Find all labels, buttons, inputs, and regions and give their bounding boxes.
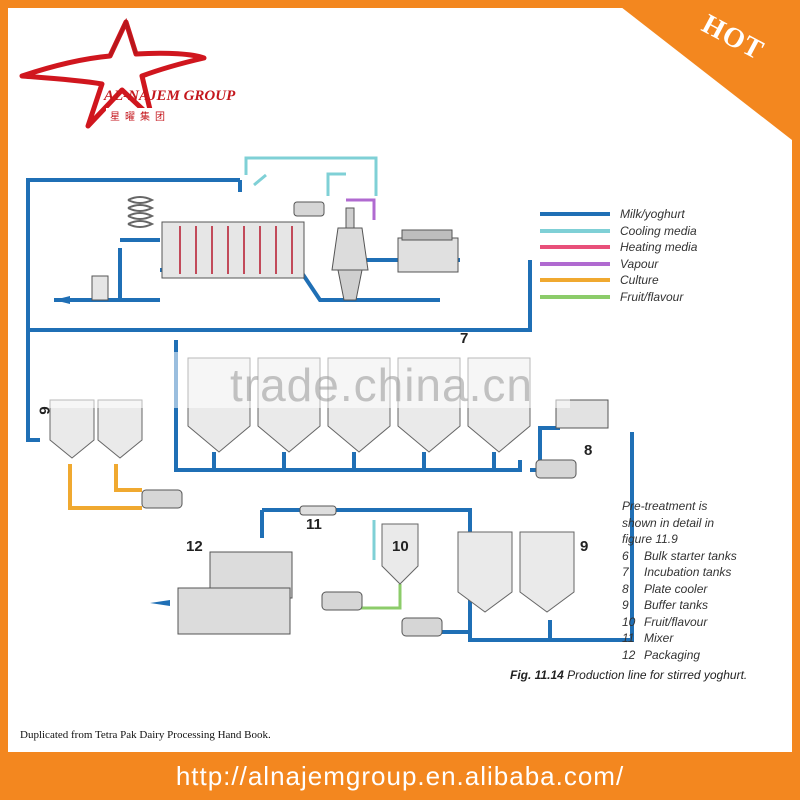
key-item: 12 Packaging [622,647,737,664]
hot-corner-ribbon [612,0,792,140]
key-intro-line: Pre-treatment is [622,499,708,513]
packaging-machine [177,551,293,635]
legend-item: Fruit/flavour [540,289,697,306]
legend-swatch-heating [540,245,610,250]
star-logo-icon [19,17,207,129]
label-6: 6 [35,406,53,415]
figure-number: Fig. 11.14 [510,668,564,682]
label-7: 7 [460,330,469,347]
legend-label: Heating media [620,240,698,255]
balance-tank [91,275,109,301]
key-number: 11 [622,631,635,645]
holding-coil [127,196,155,228]
key-label: Mixer [644,631,674,645]
key-label: Buffer tanks [644,598,709,612]
watermark: trade.china.cn [230,359,533,411]
key-item: 7 Incubation tanks [622,564,737,581]
footer-url-link[interactable]: http://alnajemgroup.en.alibaba.com/ [175,761,625,791]
label-8: 8 [584,442,593,459]
homogenizer [397,229,459,273]
legend-item: Cooling media [540,223,697,240]
culture-pipes [68,464,142,510]
source-credit: Duplicated from Tetra Pak Dairy Processi… [20,729,271,741]
figure-caption-text: Production line for stirred yoghurt. [567,668,748,682]
legend-swatch-culture [540,278,610,283]
key-label: Incubation tanks [644,565,732,579]
legend-label: Fruit/flavour [620,289,684,304]
vapour-pipes [346,198,376,220]
key-item: 6 Bulk starter tanks [622,548,737,565]
legend-item: Milk/yoghurt [540,206,697,223]
legend-label: Culture [620,273,659,288]
key-label: Plate cooler [644,581,708,596]
legend-label: Vapour [620,256,659,271]
key-number: 9 [622,598,629,612]
key-item: 9 Buffer tanks [622,597,737,614]
fruit-pipes [360,584,402,610]
label-9: 9 [580,538,589,555]
brand-subtitle: 星曜集团 [106,108,174,123]
legend-label: Cooling media [620,223,697,238]
buffer-tanks [457,531,575,613]
key-list: Pre-treatment is shown in detail in figu… [622,498,737,663]
legend-swatch-vapour [540,261,610,266]
key-number: 10 [622,614,636,629]
label-11: 11 [306,516,322,533]
legend-swatch-milk [540,212,610,217]
plate-heat-exchanger [161,221,305,279]
legend-item: Heating media [540,239,697,256]
legend: Milk/yoghurt Cooling media Heating media… [540,206,697,305]
key-number: 6 [622,548,629,563]
key-intro-line: shown in detail in [622,515,715,530]
label-12: 12 [186,538,203,555]
mixer [299,505,337,516]
vacuum-deaerator [331,207,369,301]
legend-swatch-fruit [540,294,610,299]
pumps [141,201,577,637]
figure-caption: Fig. 11.14 Production line for stirred y… [510,668,747,682]
legend-label: Milk/yoghurt [620,207,685,222]
key-number: 8 [622,581,629,596]
watermark-band [30,352,570,408]
key-label: Fruit/flavour [644,614,708,629]
fruit-tank [381,523,419,585]
key-item: 10 Fruit/flavour [622,614,737,631]
outlet-arrows [54,296,170,606]
key-number: 12 [622,647,636,662]
key-label: Bulk starter tanks [644,548,737,563]
brand-name: AL-NAJEM GROUP [104,88,236,104]
legend-item: Culture [540,272,697,289]
cooling-pipes [244,156,378,560]
key-label: Packaging [644,647,701,662]
label-10: 10 [392,538,409,555]
starter-tanks [49,399,143,459]
legend-item: Vapour [540,256,697,273]
key-intro-line: figure 11.9 [622,532,678,546]
key-item: 8 Plate cooler [622,581,737,598]
legend-swatch-cooling [540,228,610,233]
key-number: 7 [622,565,629,579]
key-item: 11 Mixer [622,630,737,647]
